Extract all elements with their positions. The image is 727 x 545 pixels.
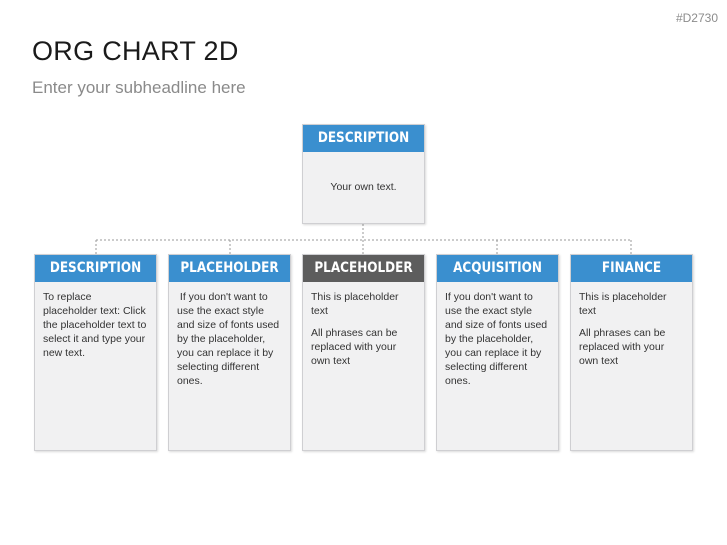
org-node-header-label: DESCRIPTION — [49, 260, 142, 276]
org-node-text: All phrases can be replaced with your ow… — [579, 327, 666, 367]
org-node-header-label: PLACEHOLDER — [180, 260, 279, 276]
org-node-1[interactable]: DESCRIPTION To replace placeholder text: … — [34, 254, 157, 451]
org-node-header: DESCRIPTION — [35, 255, 156, 282]
org-node-header: PLACEHOLDER — [303, 255, 424, 282]
page-subtitle[interactable]: Enter your subheadline here — [32, 78, 246, 97]
org-node-text: All phrases can be replaced with your ow… — [311, 327, 398, 367]
top-node-body: Your own text. — [303, 152, 424, 194]
org-node-body: If you don't want to use the exact style… — [169, 282, 290, 388]
org-node-body: To replace placeholder text: Click the p… — [35, 282, 156, 360]
top-node[interactable]: DESCRIPTION Your own text. — [302, 124, 425, 224]
org-node-text: To replace placeholder text: Click the p… — [43, 291, 147, 359]
org-node-header-label: PLACEHOLDER — [314, 260, 413, 276]
slide-id: #D2730 — [675, 11, 718, 25]
page-title[interactable]: ORG CHART 2D — [32, 36, 239, 66]
org-node-text: If you don't want to use the exact style… — [445, 291, 548, 387]
org-node-text: If you don't want to use the exact style… — [177, 291, 283, 387]
top-node-header-label: DESCRIPTION — [317, 130, 410, 146]
top-node-text: Your own text. — [330, 181, 397, 193]
org-node-header-label: ACQUISITION — [453, 260, 542, 276]
top-node-header: DESCRIPTION — [303, 125, 424, 152]
org-node-header: FINANCE — [571, 255, 692, 282]
org-node-header: ACQUISITION — [437, 255, 558, 282]
org-node-body: If you don't want to use the exact style… — [437, 282, 558, 388]
org-node-text: This is placeholder text — [311, 291, 399, 317]
org-node-text: This is placeholder text — [579, 291, 667, 317]
org-node-2[interactable]: PLACEHOLDER If you don't want to use the… — [168, 254, 291, 451]
org-node-header-label: FINANCE — [601, 260, 662, 276]
org-node-header: PLACEHOLDER — [169, 255, 290, 282]
org-node-4[interactable]: ACQUISITION If you don't want to use the … — [436, 254, 559, 451]
